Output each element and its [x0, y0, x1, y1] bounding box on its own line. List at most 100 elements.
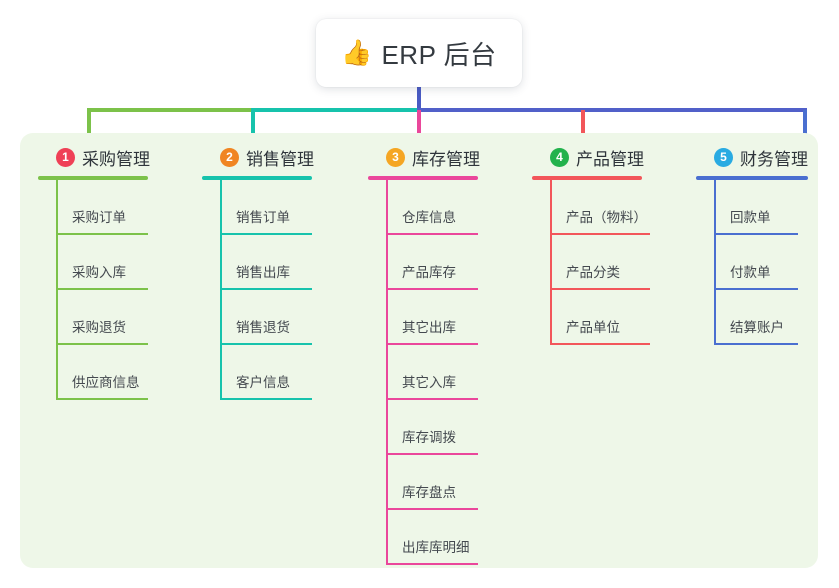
- leaf-rule: [56, 233, 148, 235]
- leaf-node[interactable]: 供应商信息: [38, 345, 150, 400]
- column-title-销售管理: 销售管理: [246, 149, 314, 169]
- column-采购管理: 1 采购管理采购订单采购入库采购退货供应商信息: [38, 144, 150, 400]
- leaf-label: 采购退货: [72, 320, 126, 335]
- leaf-node[interactable]: 回款单: [696, 180, 808, 235]
- leaf-label: 结算账户: [730, 320, 784, 335]
- leaf-node[interactable]: 产品分类: [532, 235, 650, 290]
- column-rule-销售管理: [202, 176, 312, 180]
- column-header-财务管理[interactable]: 5 财务管理: [696, 144, 808, 170]
- column-rule-产品管理: [532, 176, 642, 180]
- leaf-rule: [550, 343, 650, 345]
- column-badge-1: 1: [56, 147, 75, 167]
- leaf-node[interactable]: 产品库存: [368, 235, 480, 290]
- leaf-label: 产品分类: [566, 265, 620, 280]
- leaf-label: 付款单: [730, 265, 771, 280]
- column-title-采购管理: 采购管理: [82, 149, 150, 169]
- leaf-rule: [550, 233, 650, 235]
- column-badge-4: 4: [550, 147, 569, 167]
- leaf-label: 其它出库: [402, 320, 456, 335]
- column-title-库存管理: 库存管理: [412, 149, 480, 169]
- leaf-rule: [386, 453, 478, 455]
- leaf-node[interactable]: 库存盘点: [368, 455, 480, 510]
- leaf-node[interactable]: 采购退货: [38, 290, 150, 345]
- leaf-label: 其它入库: [402, 375, 456, 390]
- leaf-rule: [56, 398, 148, 400]
- leaf-label: 仓库信息: [402, 210, 456, 225]
- spine-产品管理: [550, 180, 552, 345]
- spine-采购管理: [56, 180, 58, 400]
- column-badge-3: 3: [386, 147, 405, 167]
- leaf-node[interactable]: 其它入库: [368, 345, 480, 400]
- column-header-销售管理[interactable]: 2 销售管理: [202, 144, 314, 170]
- leaf-node[interactable]: 库存调拨: [368, 400, 480, 455]
- leaf-node[interactable]: 采购入库: [38, 235, 150, 290]
- column-财务管理: 5 财务管理回款单付款单结算账户: [696, 144, 808, 345]
- column-库存管理: 3 库存管理仓库信息产品库存其它出库其它入库库存调拨库存盘点出库库明细: [368, 144, 480, 565]
- leaf-node[interactable]: 客户信息: [202, 345, 314, 400]
- leaf-rule: [386, 563, 478, 565]
- leaf-node[interactable]: 付款单: [696, 235, 808, 290]
- leaf-label: 销售订单: [236, 210, 290, 225]
- leaf-rule: [386, 398, 478, 400]
- leaf-label: 采购入库: [72, 265, 126, 280]
- column-title-产品管理: 产品管理: [576, 149, 644, 169]
- leaf-node[interactable]: 产品（物料）: [532, 180, 650, 235]
- column-badge-2: 2: [220, 147, 239, 167]
- column-title-财务管理: 财务管理: [740, 149, 808, 169]
- leaf-node[interactable]: 出库库明细: [368, 510, 480, 565]
- leaf-rule: [220, 343, 312, 345]
- column-rule-采购管理: [38, 176, 148, 180]
- column-rule-财务管理: [696, 176, 808, 180]
- leaf-node[interactable]: 仓库信息: [368, 180, 480, 235]
- leaf-node[interactable]: 结算账户: [696, 290, 808, 345]
- column-header-库存管理[interactable]: 3 库存管理: [368, 144, 480, 170]
- leaf-label: 出库库明细: [402, 540, 470, 555]
- leaf-label: 采购订单: [72, 210, 126, 225]
- leaf-rule: [220, 398, 312, 400]
- leaf-node[interactable]: 采购订单: [38, 180, 150, 235]
- leaf-label: 产品单位: [566, 320, 620, 335]
- leaf-rule: [386, 343, 478, 345]
- leaf-rule: [220, 233, 312, 235]
- leaf-rule: [56, 343, 148, 345]
- spine-库存管理: [386, 180, 388, 565]
- leaf-label: 销售退货: [236, 320, 290, 335]
- leaf-label: 产品库存: [402, 265, 456, 280]
- leaf-rule: [56, 288, 148, 290]
- root-node-label: ERP 后台: [381, 39, 497, 70]
- leaf-node[interactable]: 销售出库: [202, 235, 314, 290]
- leaf-node[interactable]: 产品单位: [532, 290, 650, 345]
- spine-销售管理: [220, 180, 222, 400]
- leaf-rule: [220, 288, 312, 290]
- leaf-node[interactable]: 其它出库: [368, 290, 480, 345]
- leaf-label: 销售出库: [236, 265, 290, 280]
- leaf-rule: [714, 288, 798, 290]
- leaf-list-财务管理: 回款单付款单结算账户: [696, 180, 808, 345]
- leaf-rule: [714, 343, 798, 345]
- leaf-label: 客户信息: [236, 375, 290, 390]
- column-rule-库存管理: [368, 176, 478, 180]
- column-销售管理: 2 销售管理销售订单销售出库销售退货客户信息: [202, 144, 314, 400]
- leaf-rule: [386, 233, 478, 235]
- leaf-list-库存管理: 仓库信息产品库存其它出库其它入库库存调拨库存盘点出库库明细: [368, 180, 480, 565]
- leaf-list-产品管理: 产品（物料） 产品分类产品单位: [532, 180, 650, 345]
- leaf-rule: [550, 288, 650, 290]
- leaf-node[interactable]: 销售订单: [202, 180, 314, 235]
- leaf-rule: [386, 288, 478, 290]
- column-header-采购管理[interactable]: 1 采购管理: [38, 144, 150, 170]
- column-header-产品管理[interactable]: 4 产品管理: [532, 144, 644, 170]
- leaf-label: 库存盘点: [402, 485, 456, 500]
- leaf-rule: [386, 508, 478, 510]
- thumbs-up-icon: 👍: [341, 38, 373, 67]
- leaf-list-销售管理: 销售订单销售出库销售退货客户信息: [202, 180, 314, 400]
- leaf-label: 库存调拨: [402, 430, 456, 445]
- leaf-node[interactable]: 销售退货: [202, 290, 314, 345]
- leaf-label: 回款单: [730, 210, 771, 225]
- root-node[interactable]: 👍 ERP 后台: [316, 19, 522, 87]
- column-badge-5: 5: [714, 147, 733, 167]
- leaf-label: 产品（物料）: [566, 210, 647, 225]
- leaf-rule: [714, 233, 798, 235]
- leaf-list-采购管理: 采购订单采购入库采购退货供应商信息: [38, 180, 150, 400]
- diagram-panel: [20, 133, 818, 568]
